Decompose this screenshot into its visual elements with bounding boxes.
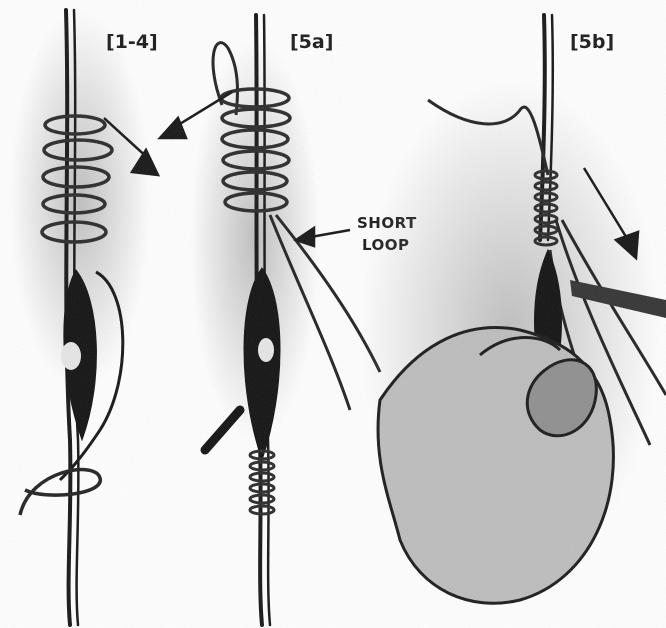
knot-tying-diagram: [1-4]	[0, 0, 666, 628]
paper-grain	[0, 0, 666, 628]
